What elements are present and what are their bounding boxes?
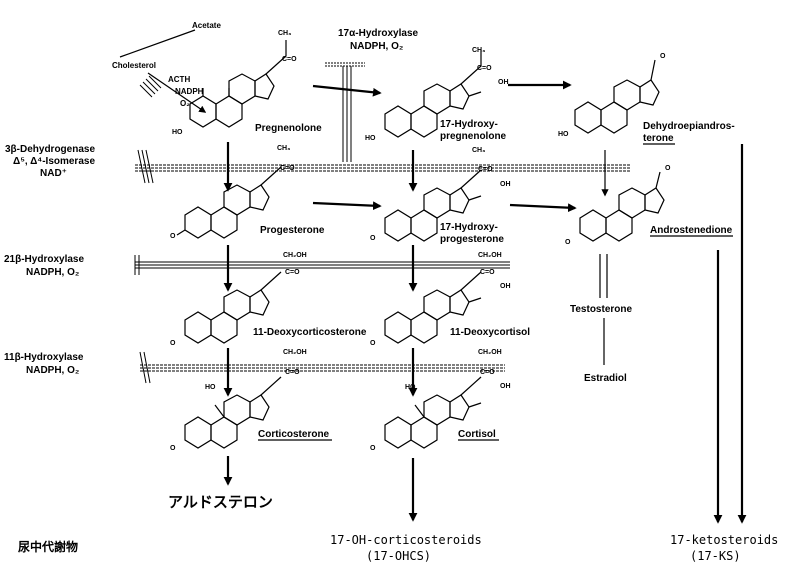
dhea-o: O [660,53,666,60]
pregnenolone-structure [189,40,287,128]
cholesterol-hatch [139,75,162,98]
pregnenolone-ho: HO [172,129,183,136]
pathway-arrows [223,80,747,524]
androstenedione-label: Androstenedione [650,225,733,236]
cortisol-co: C=O [480,369,495,376]
deoxycorticosterone-o: O [170,340,176,347]
o2-label: O₂ [180,99,190,108]
progesterone-co: C=O [280,165,295,172]
progesterone-o: O [170,233,176,240]
hydroxyprogesterone-ch3: CH₃ [472,147,485,154]
dhea-ho: HO [558,131,569,138]
hydroxylase-17a-hatch [325,62,365,162]
dhea-label-2: terone [643,133,674,144]
corticosterone-ch2oh: CH₂OH [283,349,307,356]
deoxycorticosterone-co: C=O [285,269,300,276]
hydroxypregnenolone-co: C=O [477,65,492,72]
acth-label: ACTH [168,75,190,84]
nadph-label: NADPH [175,87,204,96]
hydroxyprogesterone-label-2: progesterone [440,234,504,245]
isomerase-label: Δ⁵, Δ⁴-Isomerase [13,156,95,167]
progesterone-label: Progesterone [260,225,325,236]
pregnenolone-label: Pregnenolone [255,123,322,134]
cholesterol-arrow [147,72,207,113]
ohcs-label-1: 17-OH-corticosteroids [330,533,482,547]
acetate-label: Acetate [192,21,221,30]
hydroxylase-17a-label: 17α-Hydroxylase [338,28,419,39]
deoxycorticosterone-structure [184,271,282,344]
hydroxypregnenolone-structure [384,50,482,138]
hydroxyprogesterone-co: C=O [478,166,493,173]
corticosterone-structure [184,376,282,449]
androstenedione-o-top: O [665,165,671,172]
hydroxylase-21b-hatch [134,255,510,275]
deoxycortisol-ch2oh: CH₂OH [478,252,502,259]
dhea-label-1: Dehydroepiandros- [643,121,735,132]
dehydrogenase-3b-label: 3β-Dehydrogenase [5,144,95,155]
hydroxyprogesterone-structure [384,169,482,242]
deoxycorticosterone-ch2oh: CH₂OH [283,252,307,259]
hydroxylase-11b-hatch [139,351,505,384]
hydroxyprogesterone-oh: OH [500,181,511,188]
cortisol-structure [384,376,482,449]
ks-label-2: (17-KS) [690,549,741,563]
testosterone-label: Testosterone [570,304,632,315]
cholesterol-label: Cholesterol [112,61,156,70]
progesterone-structure [176,166,282,239]
hydroxylase-11b-label: 11β-Hydroxylase [4,352,84,363]
hydroxylase-21b-label: 21β-Hydroxylase [4,254,84,265]
ks-label-1: 17-ketosteroids [670,533,778,547]
deoxycortisol-co: C=O [480,269,495,276]
ohcs-label-2: (17-OHCS) [366,549,431,563]
hydroxypregnenolone-ch3: CH₃ [472,47,485,54]
deoxycortisol-oh: OH [500,283,511,290]
cortisol-ch2oh: CH₂OH [478,349,502,356]
acetate-bond [119,29,196,58]
corticosterone-co: C=O [285,369,300,376]
dehydrogenase-3b-hatch [135,149,630,184]
androstenedione-structure [579,171,665,242]
pregnenolone-co: C=O [282,56,297,63]
estradiol-label: Estradiol [584,373,627,384]
progesterone-ch3: CH₃ [277,145,290,152]
cortisol-ho: HO [405,384,416,391]
hydroxypregnenolone-label-1: 17-Hydroxy- [440,119,498,130]
deoxycorticosterone-label: 11-Deoxycorticosterone [253,327,367,338]
corticosterone-o: O [170,445,176,452]
urinary-metabolites-label: 尿中代謝物 [18,539,78,554]
hydroxypregnenolone-ho: HO [365,135,376,142]
hydroxypregnenolone-oh: OH [498,79,509,86]
deoxycortisol-o: O [370,340,376,347]
corticosterone-ho: HO [205,384,216,391]
hydroxylase-17a-cofactor: NADPH, O₂ [350,41,403,52]
hydroxyprogesterone-label-1: 17-Hydroxy- [440,222,498,233]
hydroxylase-21b-cofactor: NADPH, O₂ [26,267,79,278]
dehydrogenase-3b-cofactor: NAD⁺ [40,168,67,179]
deoxycortisol-structure [384,271,482,344]
deoxycortisol-label: 11-Deoxycortisol [450,327,530,338]
hydroxypregnenolone-label-2: pregnenolone [440,131,507,142]
aldosterone-label: アルドステロン [168,493,273,511]
cortisol-oh: OH [500,383,511,390]
dhea-structure [574,59,660,134]
corticosterone-label: Corticosterone [258,429,330,440]
hydroxyprogesterone-o: O [370,235,376,242]
androstenedione-o: O [565,239,571,246]
cortisol-o: O [370,445,376,452]
pregnenolone-ch3: CH₃ [278,30,291,37]
cortisol-label: Cortisol [458,429,496,440]
hydroxylase-11b-cofactor: NADPH, O₂ [26,365,79,376]
